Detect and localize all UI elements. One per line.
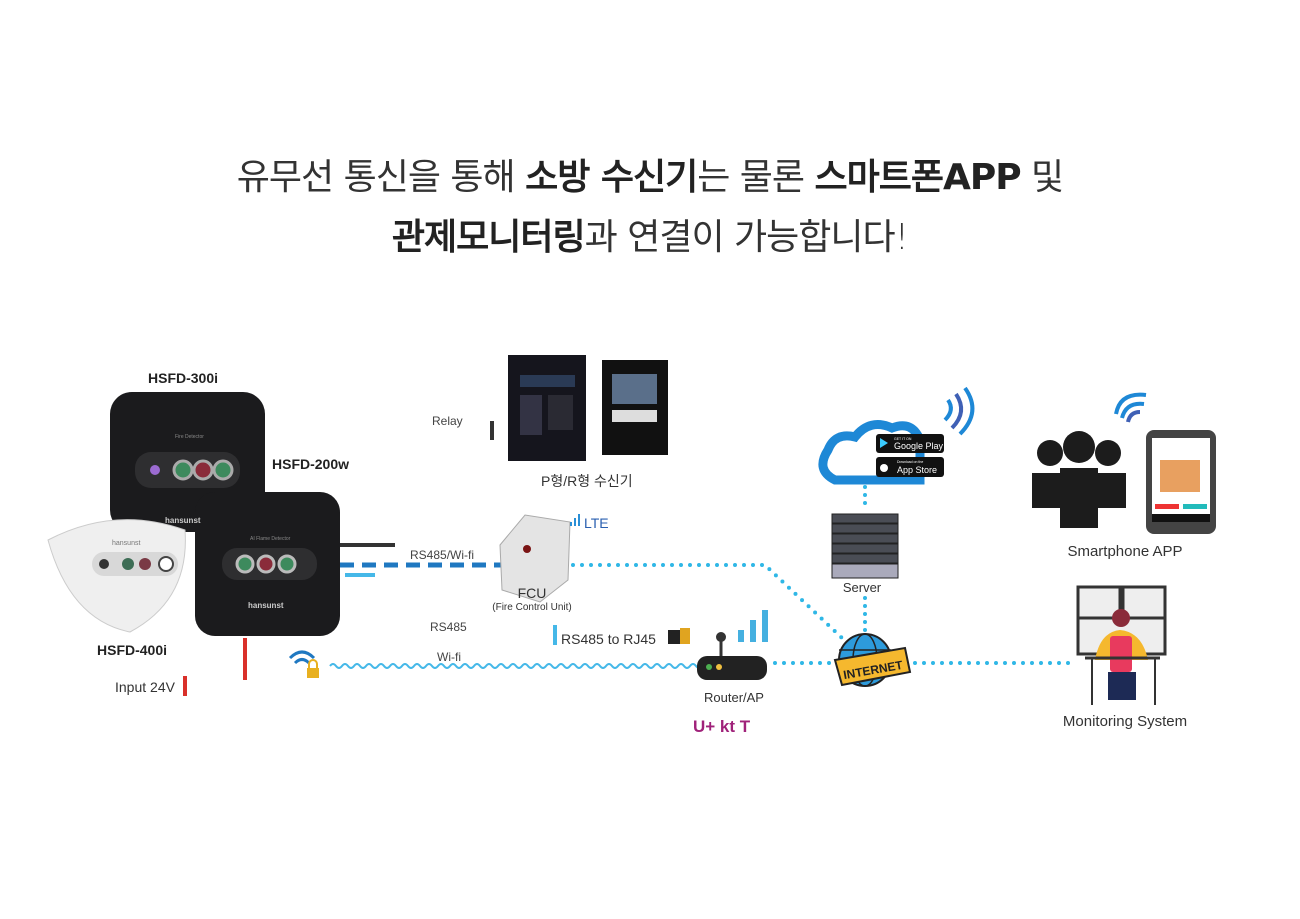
app-store-badge[interactable]: Download on the App Store [876, 457, 944, 477]
hsfd-200w-label: HSFD-200w [272, 456, 349, 472]
hsfd-400i-brand: hansunst [112, 540, 140, 547]
rs485-label: RS485 [430, 620, 467, 634]
server-label: Server [843, 580, 882, 595]
users-group-icon [1032, 431, 1126, 528]
app-store-text: App Store [897, 465, 937, 475]
google-play-small-text: GET IT ON [894, 437, 912, 441]
server-unit [831, 563, 899, 579]
hsfd-200w-brand: hansunst [248, 601, 284, 610]
hsfd-200w-device: AI Flame Detector hansunst [195, 492, 340, 636]
fcu-label: FCU [518, 585, 547, 601]
hsfd-400i-label: HSFD-400i [97, 642, 167, 658]
rj45-connector-icon [668, 628, 690, 644]
headline-seg: 는 물론 [697, 157, 815, 198]
hsfd-300i-label: HSFD-300i [148, 370, 218, 386]
smartphone-icon[interactable] [1146, 430, 1216, 534]
rs485-wifi-label: RS485/Wi-fi [410, 548, 474, 562]
hsfd-400i-device: hansunst [47, 519, 186, 633]
server-rack-icon [831, 513, 899, 579]
fcu-box-image [499, 514, 571, 603]
server-unit [831, 523, 899, 534]
app-store-small-text: Download on the [897, 460, 923, 464]
server-unit [831, 543, 899, 554]
relay-label: Relay [432, 414, 463, 428]
headline-seg-bold: 관제모니터링 [391, 217, 586, 258]
fcu-sublabel: (Fire Control Unit) [492, 602, 571, 613]
headline-seg: 및 [1020, 157, 1064, 198]
carrier-logos: U+ kt T [693, 717, 751, 736]
headline-line-2: 관제모니터링과 연결이 가능합니다! [0, 208, 1300, 260]
fcu-internet-dotted-line [553, 563, 862, 657]
server-unit [831, 533, 899, 544]
receiver-panels-image [508, 355, 668, 461]
hsfd-200w-panel-text: AI Flame Detector [250, 536, 291, 542]
hsfd-300i-device: Fire Detector [110, 392, 265, 532]
router-signal-icon [738, 610, 768, 642]
wifi-wave-line [329, 663, 703, 669]
input-24v-label: Input 24V [115, 679, 176, 695]
headline-line-1: 유무선 통신을 통해 소방 수신기는 물론 스마트폰APP 및 [0, 148, 1300, 200]
wifi-label: Wi-fi [437, 650, 461, 664]
wifi-lock-icon [288, 650, 319, 678]
google-play-badge[interactable]: GET IT ON Google Play [876, 434, 944, 453]
headline-seg-bold: 소방 수신기 [525, 157, 698, 198]
cloud-wifi-icon [943, 386, 975, 436]
rj45-label: RS485 to RJ45 [561, 631, 656, 647]
lte-label: LTE [584, 515, 609, 531]
receiver-label: P형/R형 수신기 [541, 473, 633, 489]
internet-globe-icon: INTERNET [833, 633, 912, 687]
smartphone-app-label: Smartphone APP [1067, 543, 1182, 560]
lte-signal-icon [570, 514, 580, 526]
hsfd-300i-brand: hansunst [165, 516, 201, 525]
monitoring-system-label: Monitoring System [1063, 713, 1187, 730]
headline-seg: 과 연결이 가능합니다! [584, 217, 909, 258]
router-label: Router/AP [704, 690, 764, 705]
server-unit [831, 513, 899, 524]
server-unit [831, 553, 899, 564]
headline-seg: 유무선 통신을 통해 [236, 157, 526, 198]
monitoring-operator-icon [1076, 585, 1167, 705]
phone-wifi-icon [1114, 392, 1147, 423]
hsfd-300i-panel-text: Fire Detector [175, 434, 204, 440]
headline-seg-bold: 스마트폰APP [814, 157, 1021, 198]
google-play-text: Google Play [894, 441, 944, 451]
router-icon [697, 632, 767, 680]
